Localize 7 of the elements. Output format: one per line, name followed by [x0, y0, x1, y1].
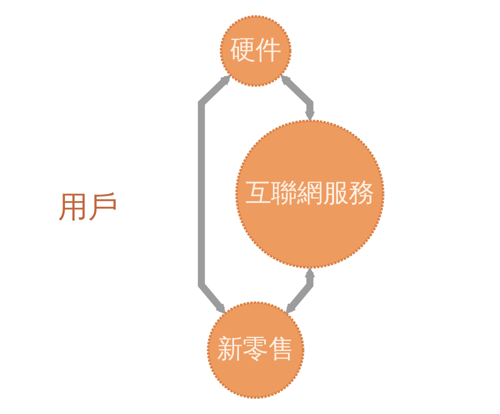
arrow — [280, 74, 315, 122]
node-circle: 硬件 — [220, 15, 292, 87]
node-circle: 新零售 — [206, 301, 304, 399]
arrow — [198, 74, 231, 314]
arrow — [285, 267, 315, 314]
node-circle: 互聯網服務 — [235, 120, 384, 269]
center-label: 用戶 — [58, 188, 118, 226]
